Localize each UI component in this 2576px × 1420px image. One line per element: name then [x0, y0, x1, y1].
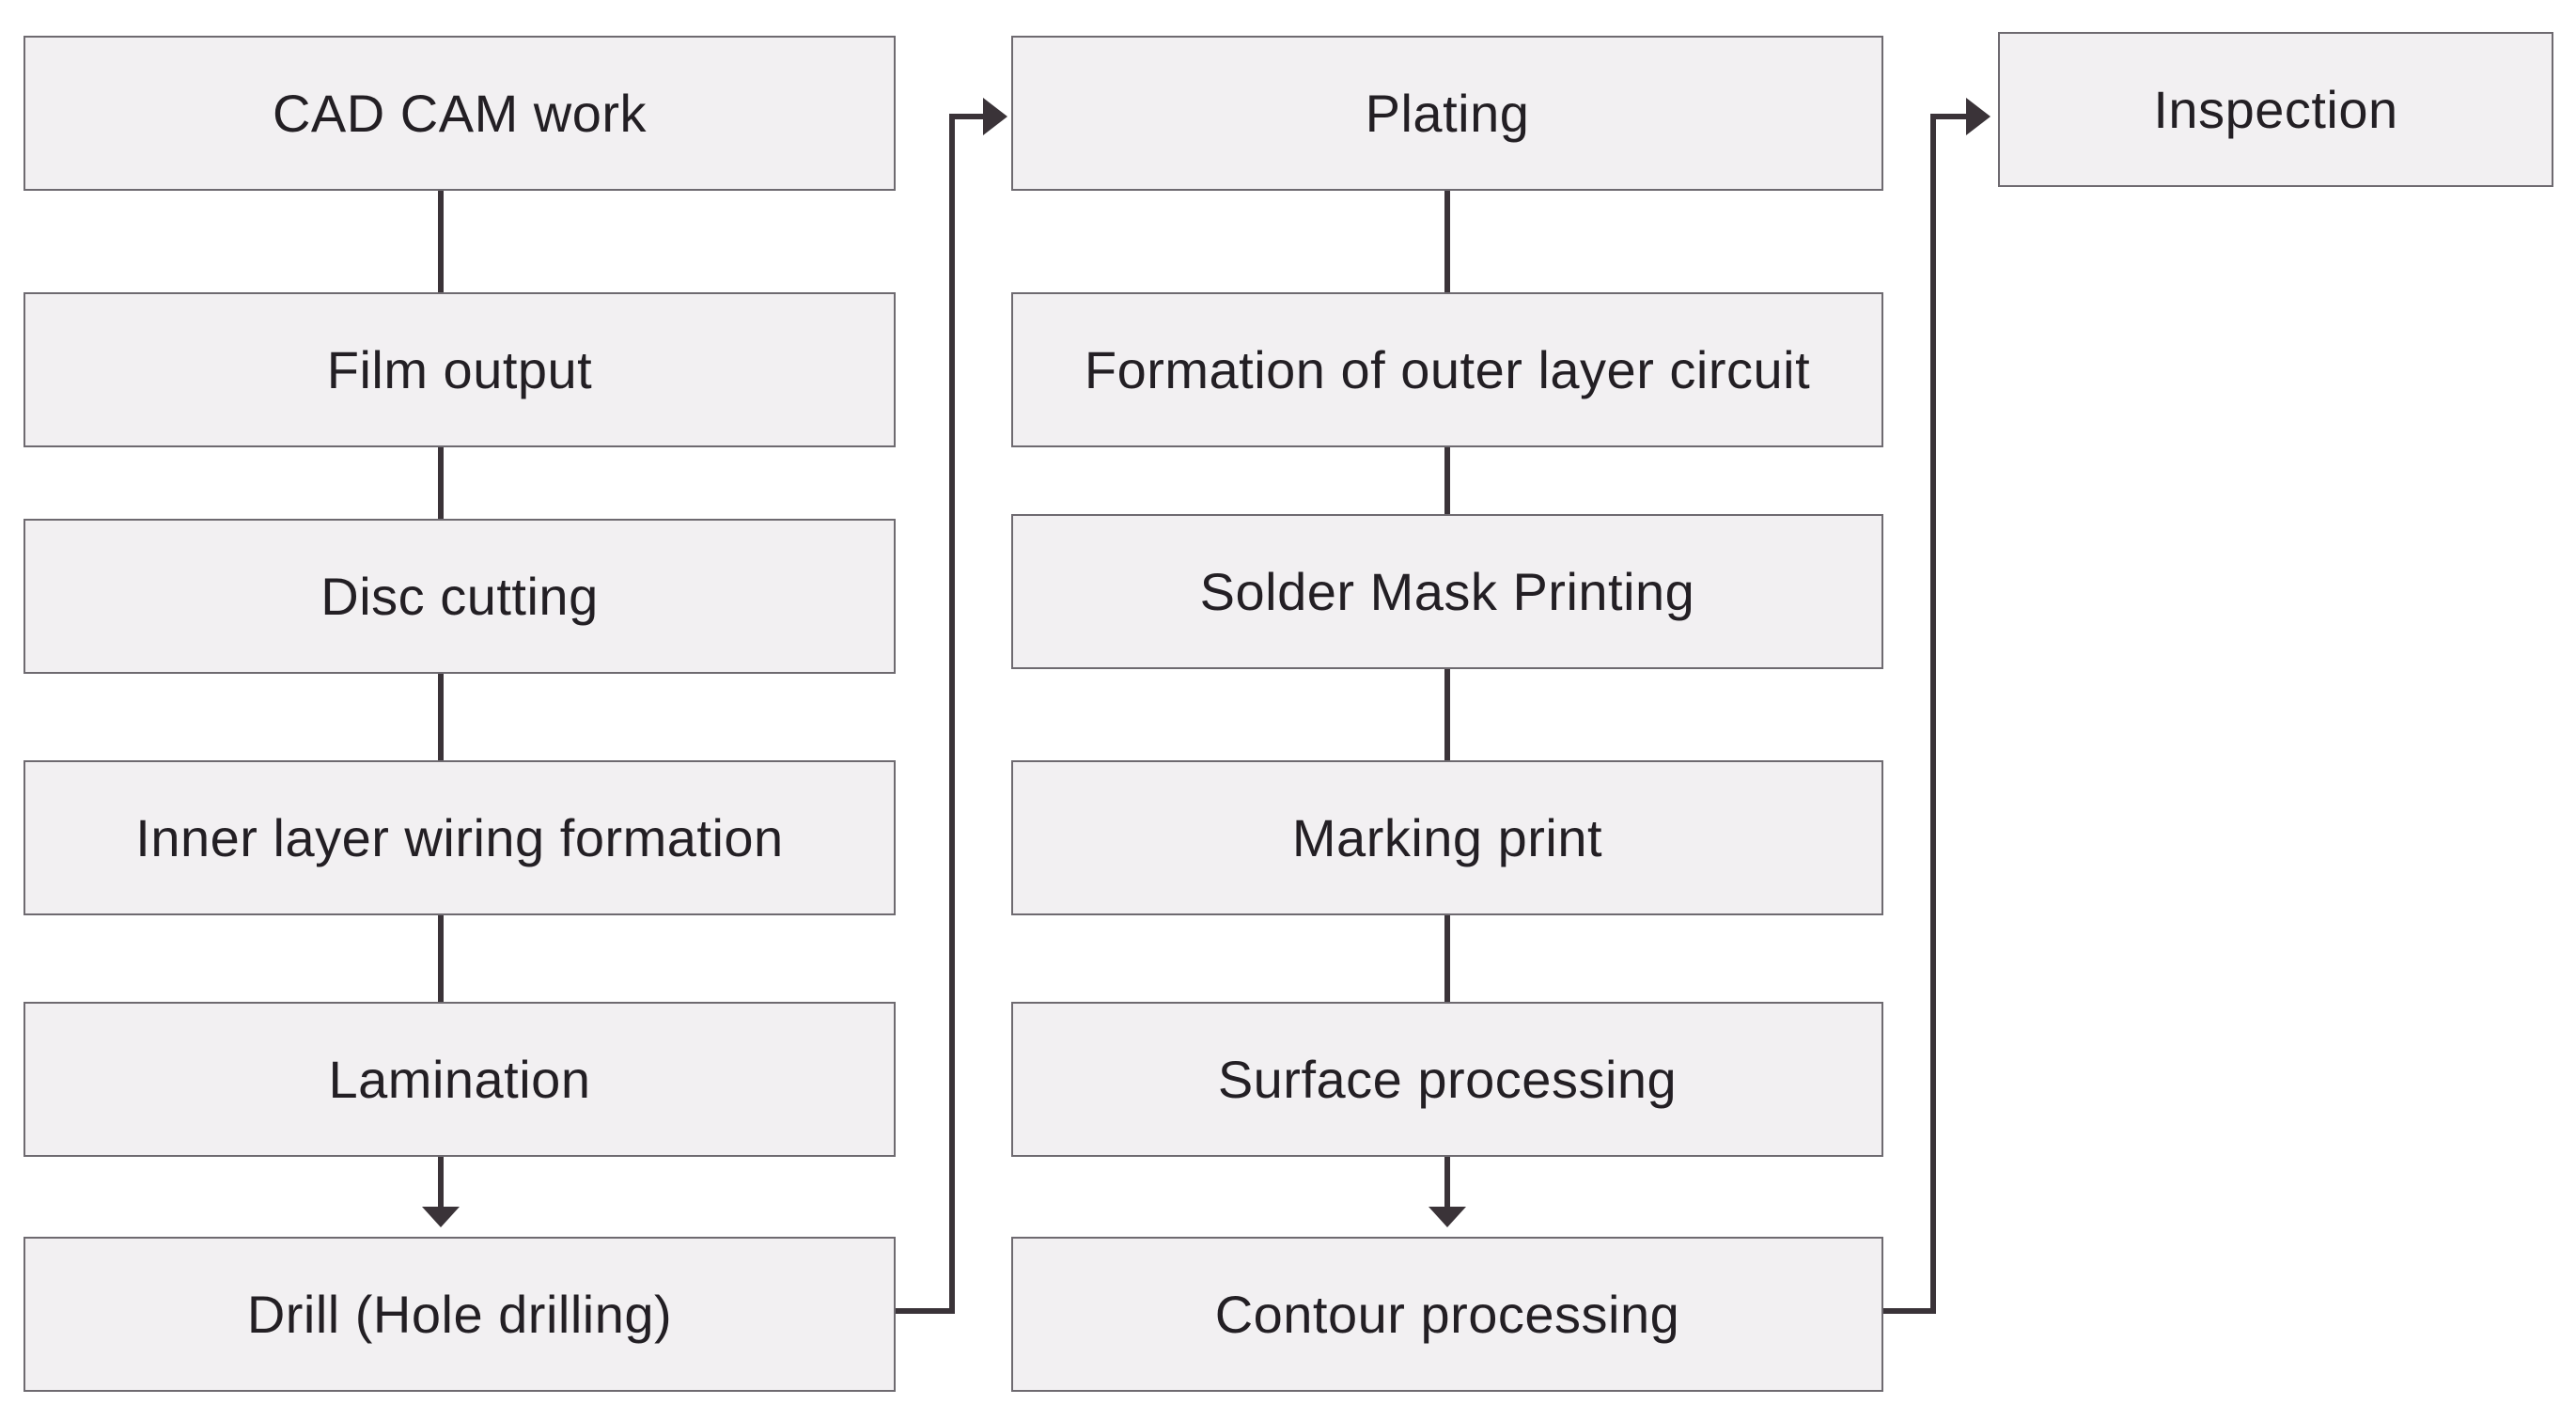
step-label: Inspection	[2153, 80, 2398, 139]
arrowhead-right-inspection	[1966, 98, 1991, 135]
step-film-output: Film output	[23, 292, 896, 447]
arrowhead-down-c2	[1429, 1207, 1466, 1227]
step-inner-layer-wiring-formation: Inner layer wiring formation	[23, 760, 896, 915]
step-label: Drill (Hole drilling)	[246, 1285, 673, 1344]
arrowhead-down-c1	[422, 1207, 460, 1227]
step-cad-cam-work: CAD CAM work	[23, 36, 896, 191]
step-plating: Plating	[1011, 36, 1883, 191]
connector-drill-to-plating	[896, 114, 987, 1314]
step-label: Solder Mask Printing	[1199, 562, 1695, 621]
step-label: Plating	[1365, 84, 1530, 143]
step-label: CAD CAM work	[272, 84, 648, 143]
step-contour-processing: Contour processing	[1011, 1237, 1883, 1392]
step-label: Contour processing	[1214, 1285, 1680, 1344]
arrowhead-right-plating	[983, 98, 1007, 135]
step-label: Surface processing	[1217, 1050, 1678, 1109]
step-solder-mask-printing: Solder Mask Printing	[1011, 514, 1883, 669]
step-surface-processing: Surface processing	[1011, 1002, 1883, 1157]
step-label: Formation of outer layer circuit	[1084, 340, 1811, 399]
step-label: Inner layer wiring formation	[135, 808, 784, 867]
step-drill: Drill (Hole drilling)	[23, 1237, 896, 1392]
step-label: Lamination	[328, 1050, 591, 1109]
step-outer-layer-circuit: Formation of outer layer circuit	[1011, 292, 1883, 447]
step-label: Film output	[326, 340, 593, 399]
connector-contour-to-inspection	[1883, 114, 1970, 1314]
step-label: Disc cutting	[320, 567, 599, 626]
step-lamination: Lamination	[23, 1002, 896, 1157]
step-marking-print: Marking print	[1011, 760, 1883, 915]
step-label: Marking print	[1291, 808, 1603, 867]
step-disc-cutting: Disc cutting	[23, 519, 896, 674]
step-inspection: Inspection	[1998, 32, 2553, 187]
